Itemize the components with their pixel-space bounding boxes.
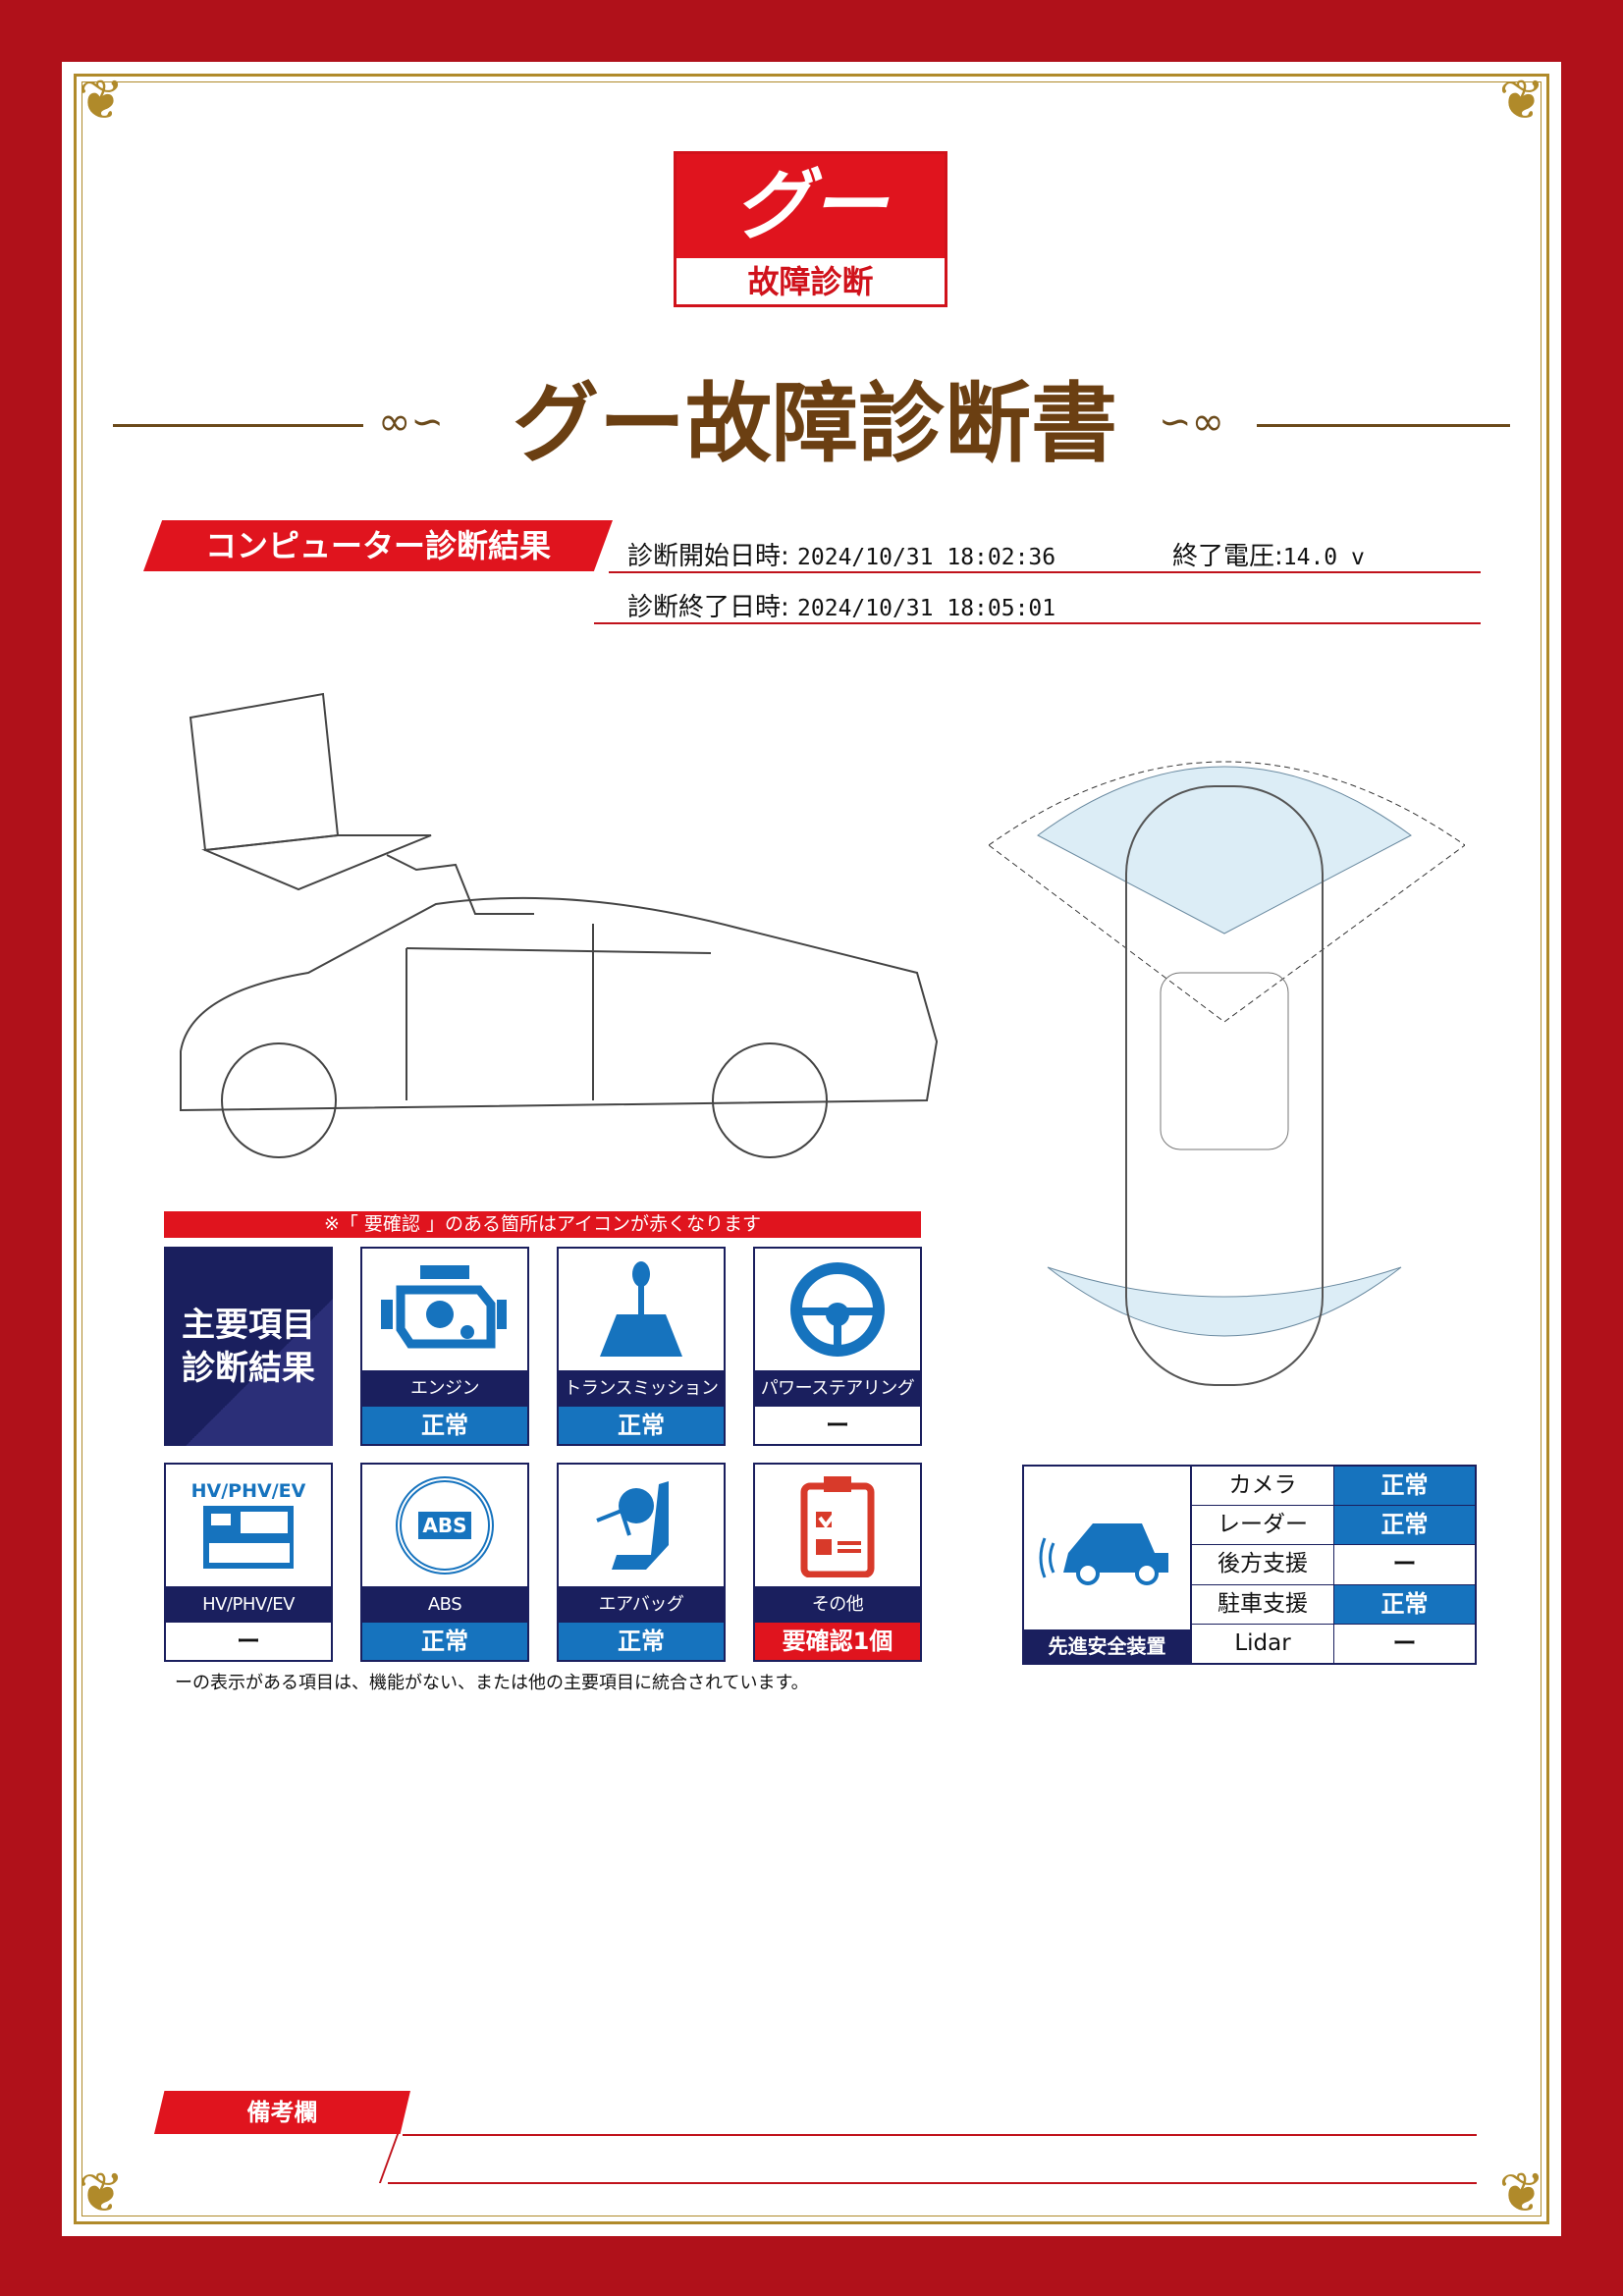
adas-caption: 先進安全装置 <box>1024 1629 1190 1663</box>
adas-label: 駐車支援 <box>1192 1584 1334 1624</box>
end-datetime: 診断終了日時: 2024/10/31 18:05:01 <box>627 587 1055 623</box>
voltage-label: 終了電圧: <box>1172 542 1283 571</box>
item-label: HV/PHV/EV <box>166 1586 331 1623</box>
laptop-car-illustration <box>180 692 938 1158</box>
item-airbag: エアバッグ 正常 <box>557 1463 726 1662</box>
start-label: 診断開始日時: <box>627 542 789 571</box>
item-label: エンジン <box>362 1370 527 1407</box>
swirl-ornament-icon: ∞∽ <box>378 400 444 445</box>
row-rule <box>609 571 1481 573</box>
item-abs: ABS ABS 正常 <box>360 1463 529 1662</box>
adas-row-parking-assist: 駐車支援正常 <box>1192 1584 1475 1625</box>
car-sensor-icon <box>1024 1467 1190 1629</box>
status-badge: 正常 <box>1334 1506 1475 1545</box>
gold-frame <box>74 74 1549 2224</box>
goo-logo: グー 故障診断 <box>674 151 947 307</box>
swirl-ornament-icon: ∽∞ <box>1159 400 1224 445</box>
status-badge: 正常 <box>559 1407 724 1444</box>
corner-ornament-icon: ❦ <box>78 69 125 133</box>
status-badge: ー <box>166 1623 331 1660</box>
item-engine: エンジン 正常 <box>360 1247 529 1446</box>
item-power-steering: パワーステアリング ー <box>753 1247 922 1446</box>
adas-row-camera: カメラ正常 <box>1192 1467 1475 1507</box>
status-badge: ー <box>1334 1545 1475 1584</box>
title-rule-left <box>113 424 363 427</box>
status-badge: 正常 <box>1334 1584 1475 1624</box>
item-label: エアバッグ <box>559 1586 724 1623</box>
car-top-view-sensor-illustration <box>989 761 1465 1386</box>
steering-wheel-icon <box>755 1249 920 1370</box>
footnote: ーの表示がある項目は、機能がない、または他の主要項目に統合されています。 <box>175 1673 809 1693</box>
status-badge: ー <box>755 1407 920 1444</box>
remarks-banner: 備考欄 <box>154 2091 410 2134</box>
status-badge: 正常 <box>362 1623 527 1660</box>
logo-mark: グー <box>676 154 945 258</box>
corner-ornament-icon: ❦ <box>78 2162 125 2225</box>
status-badge: 正常 <box>362 1407 527 1444</box>
notice-bar: ※「 要確認 」のある箇所はアイコンが赤くなります <box>164 1211 921 1238</box>
checklist-icon <box>755 1465 920 1586</box>
item-label: ABS <box>362 1586 527 1623</box>
abs-icon: ABS <box>362 1465 527 1586</box>
adas-label: Lidar <box>1192 1624 1334 1664</box>
adas-label: カメラ <box>1192 1467 1334 1506</box>
engine-icon <box>362 1249 527 1370</box>
item-label: トランスミッション <box>559 1370 724 1407</box>
voltage-value: 14.0 v <box>1282 545 1365 570</box>
item-hv-phv-ev: HV/PHV/EV HV/PHV/EV ー <box>164 1463 333 1662</box>
icon-text: HV/PHV/EV <box>190 1480 306 1502</box>
item-label: その他 <box>755 1586 920 1623</box>
status-badge: 正常 <box>1334 1467 1475 1506</box>
title-rule-right <box>1257 424 1510 427</box>
row-rule <box>594 622 1481 624</box>
adas-label: 後方支援 <box>1192 1545 1334 1584</box>
laptop-icon <box>189 692 534 915</box>
item-transmission: トランスミッション 正常 <box>557 1247 726 1446</box>
section-banner: コンピューター診断結果 <box>143 520 613 571</box>
end-value: 2024/10/31 18:05:01 <box>797 596 1056 621</box>
airbag-icon <box>559 1465 724 1586</box>
car-side-icon <box>180 896 938 1158</box>
heading-line: 主要項目 <box>182 1305 315 1345</box>
start-value: 2024/10/31 18:02:36 <box>797 545 1056 570</box>
corner-ornament-icon: ❦ <box>1498 2162 1545 2225</box>
logo-subtitle: 故障診断 <box>747 263 874 300</box>
page-title: グー故障診断書 <box>512 373 1117 474</box>
end-voltage: 終了電圧:14.0 v <box>1172 536 1365 572</box>
heading-line: 診断結果 <box>182 1348 315 1388</box>
corner-ornament-icon: ❦ <box>1498 69 1545 133</box>
adas-row-radar: レーダー正常 <box>1192 1506 1475 1546</box>
remarks-rule <box>403 2134 1477 2136</box>
main-items-heading: 主要項目診断結果 <box>164 1247 333 1446</box>
remarks-rule <box>388 2182 1477 2184</box>
battery-icon: HV/PHV/EV <box>166 1465 331 1586</box>
adas-label: レーダー <box>1192 1506 1334 1545</box>
adas-row-rear-assist: 後方支援ー <box>1192 1545 1475 1585</box>
item-label: パワーステアリング <box>755 1370 920 1407</box>
status-badge: ー <box>1334 1624 1475 1664</box>
status-badge: 要確認1個 <box>755 1623 920 1660</box>
start-datetime: 診断開始日時: 2024/10/31 18:02:36 <box>627 536 1055 572</box>
status-badge: 正常 <box>559 1623 724 1660</box>
icon-text: ABS <box>418 1512 471 1539</box>
end-label: 診断終了日時: <box>627 593 789 622</box>
gear-shift-icon <box>559 1249 724 1370</box>
item-other: その他 要確認1個 <box>753 1463 922 1662</box>
